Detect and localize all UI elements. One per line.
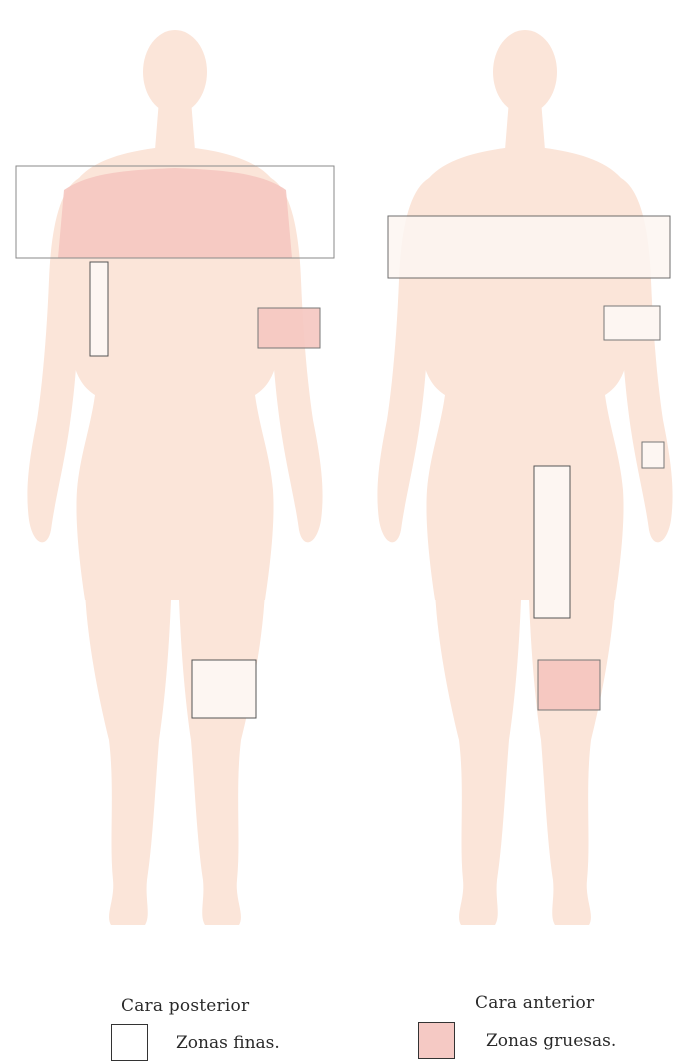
anterior-arm-fine-zone bbox=[604, 306, 660, 340]
anterior-chest-fine-zone bbox=[388, 216, 670, 278]
anterior-wrist-fine-zone bbox=[642, 442, 664, 468]
anterior-body bbox=[377, 30, 672, 925]
legend-fine-swatch bbox=[111, 1024, 148, 1061]
posterior-body bbox=[27, 30, 322, 925]
posterior-knee-fine-zone bbox=[192, 660, 256, 718]
legend-thick-label: Zonas gruesas. bbox=[486, 1031, 616, 1051]
legend-thick-swatch bbox=[418, 1022, 455, 1059]
posterior-caption: Cara posterior bbox=[121, 996, 249, 1016]
anterior-knee-thick-zone bbox=[538, 660, 600, 710]
legend-fine-label: Zonas finas. bbox=[176, 1033, 280, 1053]
posterior-upper-back-thick-zone bbox=[58, 168, 292, 258]
anterior-caption: Cara anterior bbox=[475, 993, 594, 1013]
posterior-arm-thick-zone bbox=[258, 308, 320, 348]
anterior-thigh-fine-zone bbox=[534, 466, 570, 618]
posterior-flank-fine-zone bbox=[90, 262, 108, 356]
